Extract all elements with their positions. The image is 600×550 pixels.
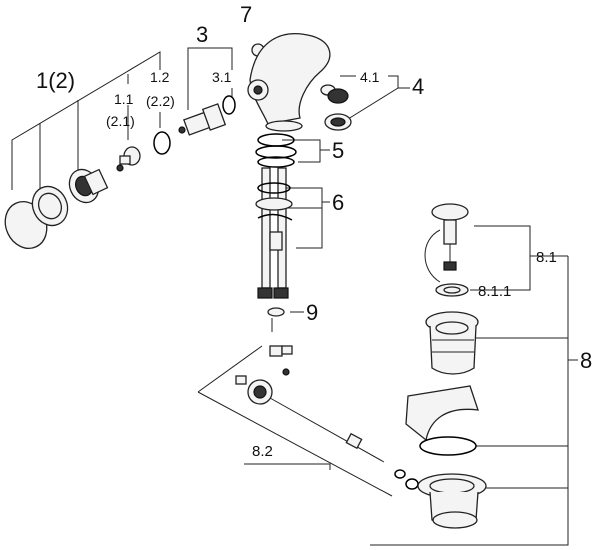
label-4: 4 (412, 74, 424, 99)
label-2-1: (2.1) (106, 113, 135, 129)
aerator-part (324, 113, 352, 131)
label-1-2: 1(2) (36, 68, 75, 93)
label-4-1: 4.1 (360, 69, 380, 85)
drain-body-8 (425, 311, 479, 375)
label-9: 9 (306, 300, 318, 325)
label-2-2: (2.2) (146, 93, 175, 109)
nut-washer-9 (267, 307, 285, 332)
hose-set-6 (255, 167, 293, 299)
label-8-1: 8.1 (536, 249, 557, 266)
label-7: 7 (240, 2, 252, 27)
cartridge-part (178, 103, 227, 136)
aerator-insert-part (327, 88, 349, 104)
leader-lines (11, 47, 578, 546)
stopper-seal-8-1-1 (435, 283, 469, 297)
label-8-1-1: 8.1.1 (478, 283, 511, 300)
drain-ring-part (419, 436, 477, 456)
ring-washer-part (153, 131, 171, 155)
label-8: 8 (580, 348, 592, 373)
label-1-1: 1.1 (114, 91, 134, 107)
drain-stopper-8-1 (424, 203, 469, 283)
label-5: 5 (332, 138, 344, 163)
label-3-1: 3.1 (212, 69, 232, 85)
drain-nut-part (417, 473, 487, 529)
faucet-body-part (247, 33, 331, 132)
cartridge-small-part (116, 146, 141, 172)
label-6: 6 (332, 190, 344, 215)
label-3: 3 (196, 22, 208, 47)
label-1-2b: 1.2 (150, 69, 170, 85)
o-ring-part (222, 95, 236, 115)
drain-gasket-part (405, 385, 479, 442)
label-8-2: 8.2 (252, 443, 273, 460)
handle-ring-part (31, 185, 69, 227)
seal-set-5 (255, 133, 297, 168)
part-labels: 1(2) 1.1 (2.1) 1.2 (2.2) 3 3.1 7 4.1 4 5… (36, 2, 592, 460)
handle-knob-part (68, 168, 109, 204)
popup-rod-assembly (235, 345, 419, 490)
